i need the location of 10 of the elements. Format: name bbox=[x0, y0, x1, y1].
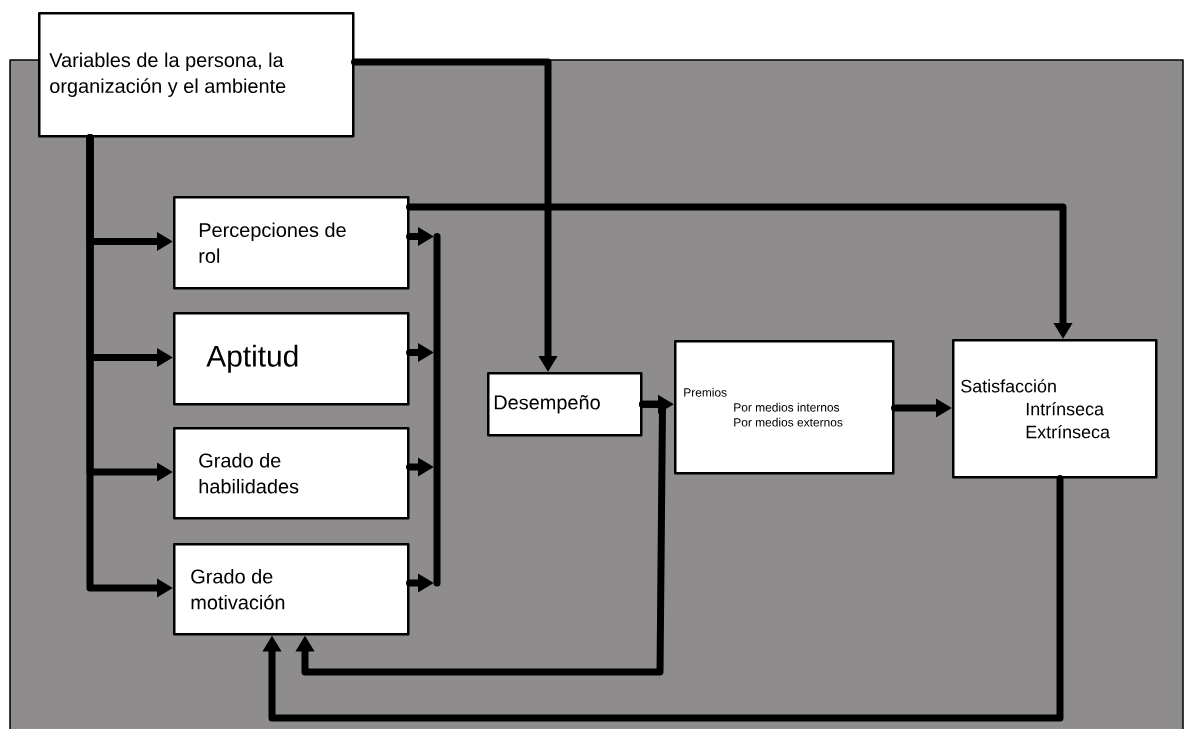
arrow bbox=[262, 475, 1064, 722]
arrow bbox=[295, 400, 666, 676]
text-box: Aptitud bbox=[173, 312, 410, 406]
text-box: Satisfacción Intrínseca Extrínseca bbox=[952, 339, 1158, 479]
text-box: Premios Por medios internos Por medios externos bbox=[674, 340, 895, 475]
text-box: Desempeño bbox=[487, 372, 643, 437]
text-box: Variables de la persona, la organización y el ambiente bbox=[38, 12, 355, 138]
text-box: Grado de motivación bbox=[173, 543, 410, 636]
text-box: Grado de habilidades bbox=[173, 427, 410, 520]
text-box: Percepciones de rol bbox=[173, 196, 410, 290]
